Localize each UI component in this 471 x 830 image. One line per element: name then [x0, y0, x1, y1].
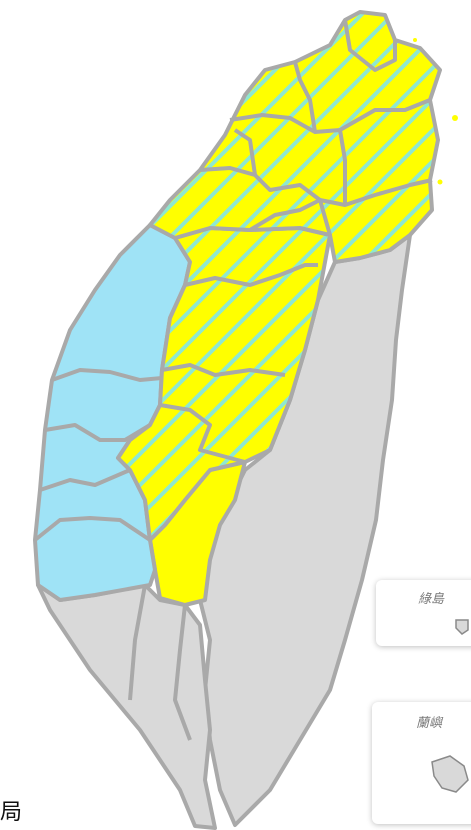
orchid-island-label: 蘭嶼	[415, 716, 442, 731]
internal-boundaries	[33, 19, 433, 741]
green-island-shape	[455, 619, 469, 635]
inset-green-island[interactable]: 綠島	[376, 580, 471, 646]
footer-fragment: 局	[0, 800, 23, 825]
region-southwest-gray[interactable]	[36, 583, 217, 830]
coastal-islets	[413, 38, 458, 185]
inset-orchid-island[interactable]: 蘭嶼	[372, 702, 471, 824]
orchid-island-shape	[431, 755, 469, 793]
green-island-label: 綠島	[417, 592, 444, 607]
